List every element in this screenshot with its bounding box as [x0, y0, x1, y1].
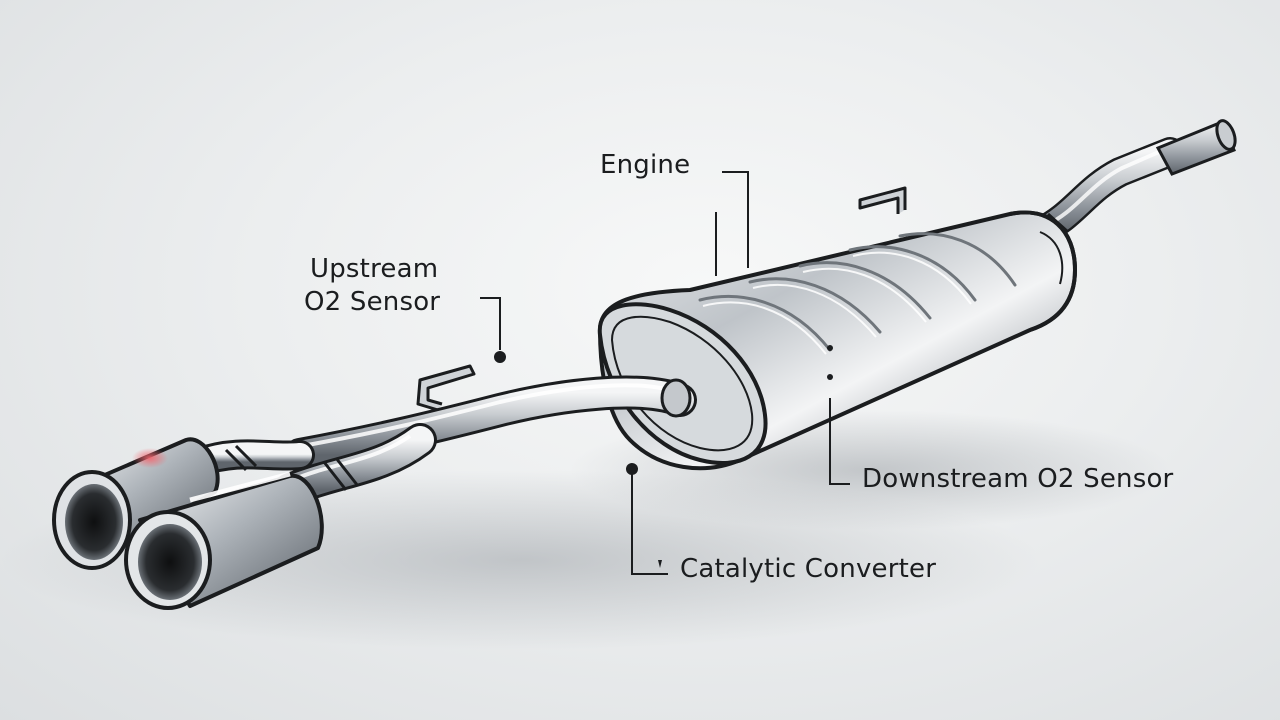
engine-leader [722, 171, 749, 268]
downstream-o2-sensor-label: Downstream O2 Sensor [862, 464, 1174, 494]
red-glint [132, 448, 168, 468]
front-hanger [416, 364, 476, 412]
muffler-hanger [858, 186, 907, 214]
downstream-sensor-dot [827, 374, 833, 380]
catalytic-marker [658, 560, 662, 568]
intermediate-pipe [283, 375, 697, 472]
muffler-mark-dot [827, 345, 833, 351]
rear-outlet-pipe [1025, 119, 1237, 247]
leader-lines [480, 171, 850, 575]
upstream-leader [480, 297, 501, 350]
catalytic-converter-label: Catalytic Converter [680, 554, 937, 584]
engine-label: Engine [600, 150, 691, 180]
upstream-sensor-dot [494, 351, 506, 363]
downstream-leader [829, 398, 850, 485]
catalytic-dot [626, 463, 638, 475]
upstream-label-line2: O2 Sensor [304, 287, 441, 317]
catalytic-leader [631, 470, 668, 575]
upstream-o2-sensor-label: Upstream O2 Sensor [304, 253, 440, 319]
upstream-label-line1: Upstream [310, 254, 439, 284]
exhaust-tip-right [124, 471, 324, 610]
exhaust-tip-left [52, 437, 220, 570]
